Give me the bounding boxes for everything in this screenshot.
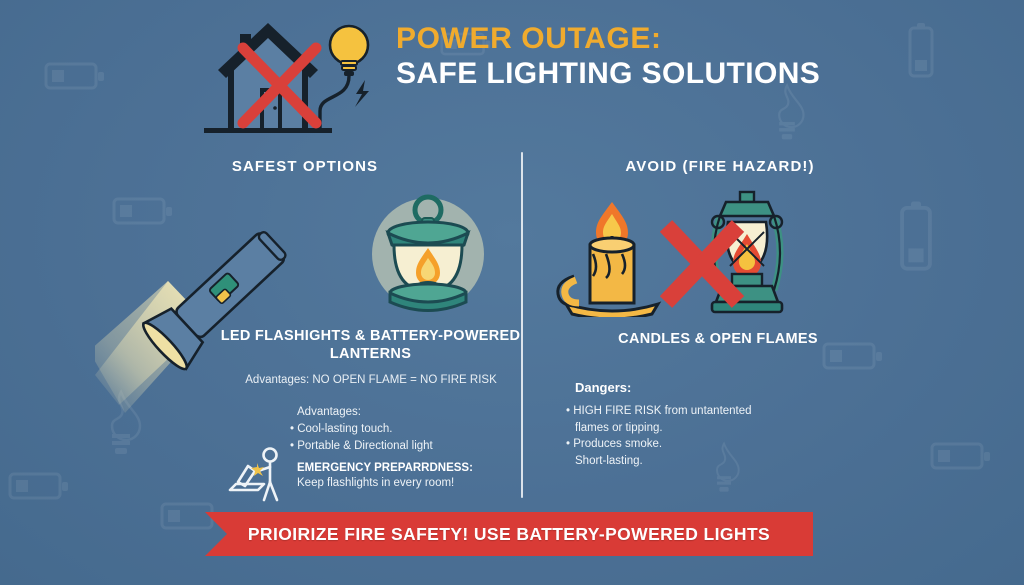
ribbon-label: PRIOIRIZE FIRE SAFETY! USE BATTERY-POWER… xyxy=(247,523,771,544)
advantages-label: Advantages: xyxy=(297,406,361,418)
person-with-flashlight-icon xyxy=(222,446,294,502)
title-line-2: SAFE LIGHTING SOLUTIONS xyxy=(396,57,821,90)
section-heading-avoid: AVOID (FIRE HAZARD!) xyxy=(625,158,815,175)
page-title: POWER OUTAGE: SAFE LIGHTING SOLUTIONS xyxy=(396,22,826,92)
camping-lantern-icon xyxy=(358,188,498,316)
emergency-preparedness-label: EMERGENCY PREPARRDNESS: xyxy=(297,462,473,474)
house-no-power-icon xyxy=(198,8,380,140)
list-item-continued: Short-lasting. xyxy=(575,454,643,467)
advantages-list: • Cool-lasting touch. • Portable & Direc… xyxy=(290,421,433,454)
header: POWER OUTAGE: SAFE LIGHTING SOLUTIONS xyxy=(0,0,1024,146)
oil-lantern-icon xyxy=(659,186,820,326)
column-divider xyxy=(521,152,523,498)
call-to-action-banner: PRIOIRIZE FIRE SAFETY! USE BATTERY-POWER… xyxy=(205,512,813,556)
battery-horizontal-icon xyxy=(8,470,70,502)
section-heading-safest: SAFEST OPTIONS xyxy=(231,158,379,175)
candle-icon xyxy=(552,192,672,321)
list-item-continued: flames or tipping. xyxy=(575,421,663,434)
left-option-subtitle: Advantages: NO OPEN FLAME = NO FIRE RISK xyxy=(245,374,497,386)
right-option-title: CANDLES & OPEN FLAMES xyxy=(618,331,818,347)
title-line-1: POWER OUTAGE: xyxy=(396,22,662,55)
left-option-title: LED FLASHIGHTS & BATTERY-POWERED LANTERN… xyxy=(220,328,521,362)
list-item: • Cool-lasting touch. xyxy=(290,423,393,435)
emergency-preparedness-text: Keep flashlights in every room! xyxy=(297,477,455,489)
dangers-label: Dangers: xyxy=(575,380,632,395)
dangers-list: • HIGH FIRE RISK from untantented flames… xyxy=(566,403,752,469)
list-item: • Portable & Directional light xyxy=(290,439,433,452)
list-item: • HIGH FIRE RISK from untantented xyxy=(566,405,752,417)
battery-vertical-icon xyxy=(897,200,935,274)
flashlight-icon xyxy=(89,185,365,415)
battery-horizontal-icon xyxy=(930,440,992,472)
ribbon-shape xyxy=(205,512,813,556)
list-item: • Produces smoke. xyxy=(566,438,663,450)
